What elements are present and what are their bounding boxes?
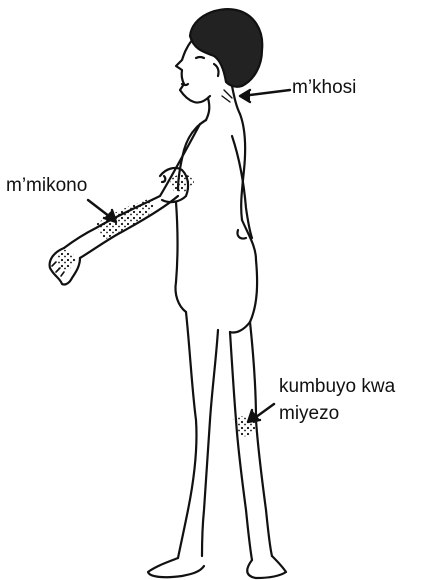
arm-arrow xyxy=(88,200,116,222)
neck xyxy=(206,86,240,120)
front-leg xyxy=(148,312,218,577)
knee-arrow xyxy=(248,404,274,422)
neck-arrow xyxy=(240,90,290,102)
hand-rash xyxy=(58,249,76,270)
knee-label-line2: miyezo xyxy=(279,402,339,426)
knee-label-line1: kumbuyo kwa xyxy=(279,375,395,399)
back-leg xyxy=(230,322,286,578)
breast-rash xyxy=(170,174,194,192)
hair xyxy=(190,9,262,87)
neck-label: m’khosi xyxy=(292,76,356,100)
arm-label: m’mikono xyxy=(6,174,87,198)
